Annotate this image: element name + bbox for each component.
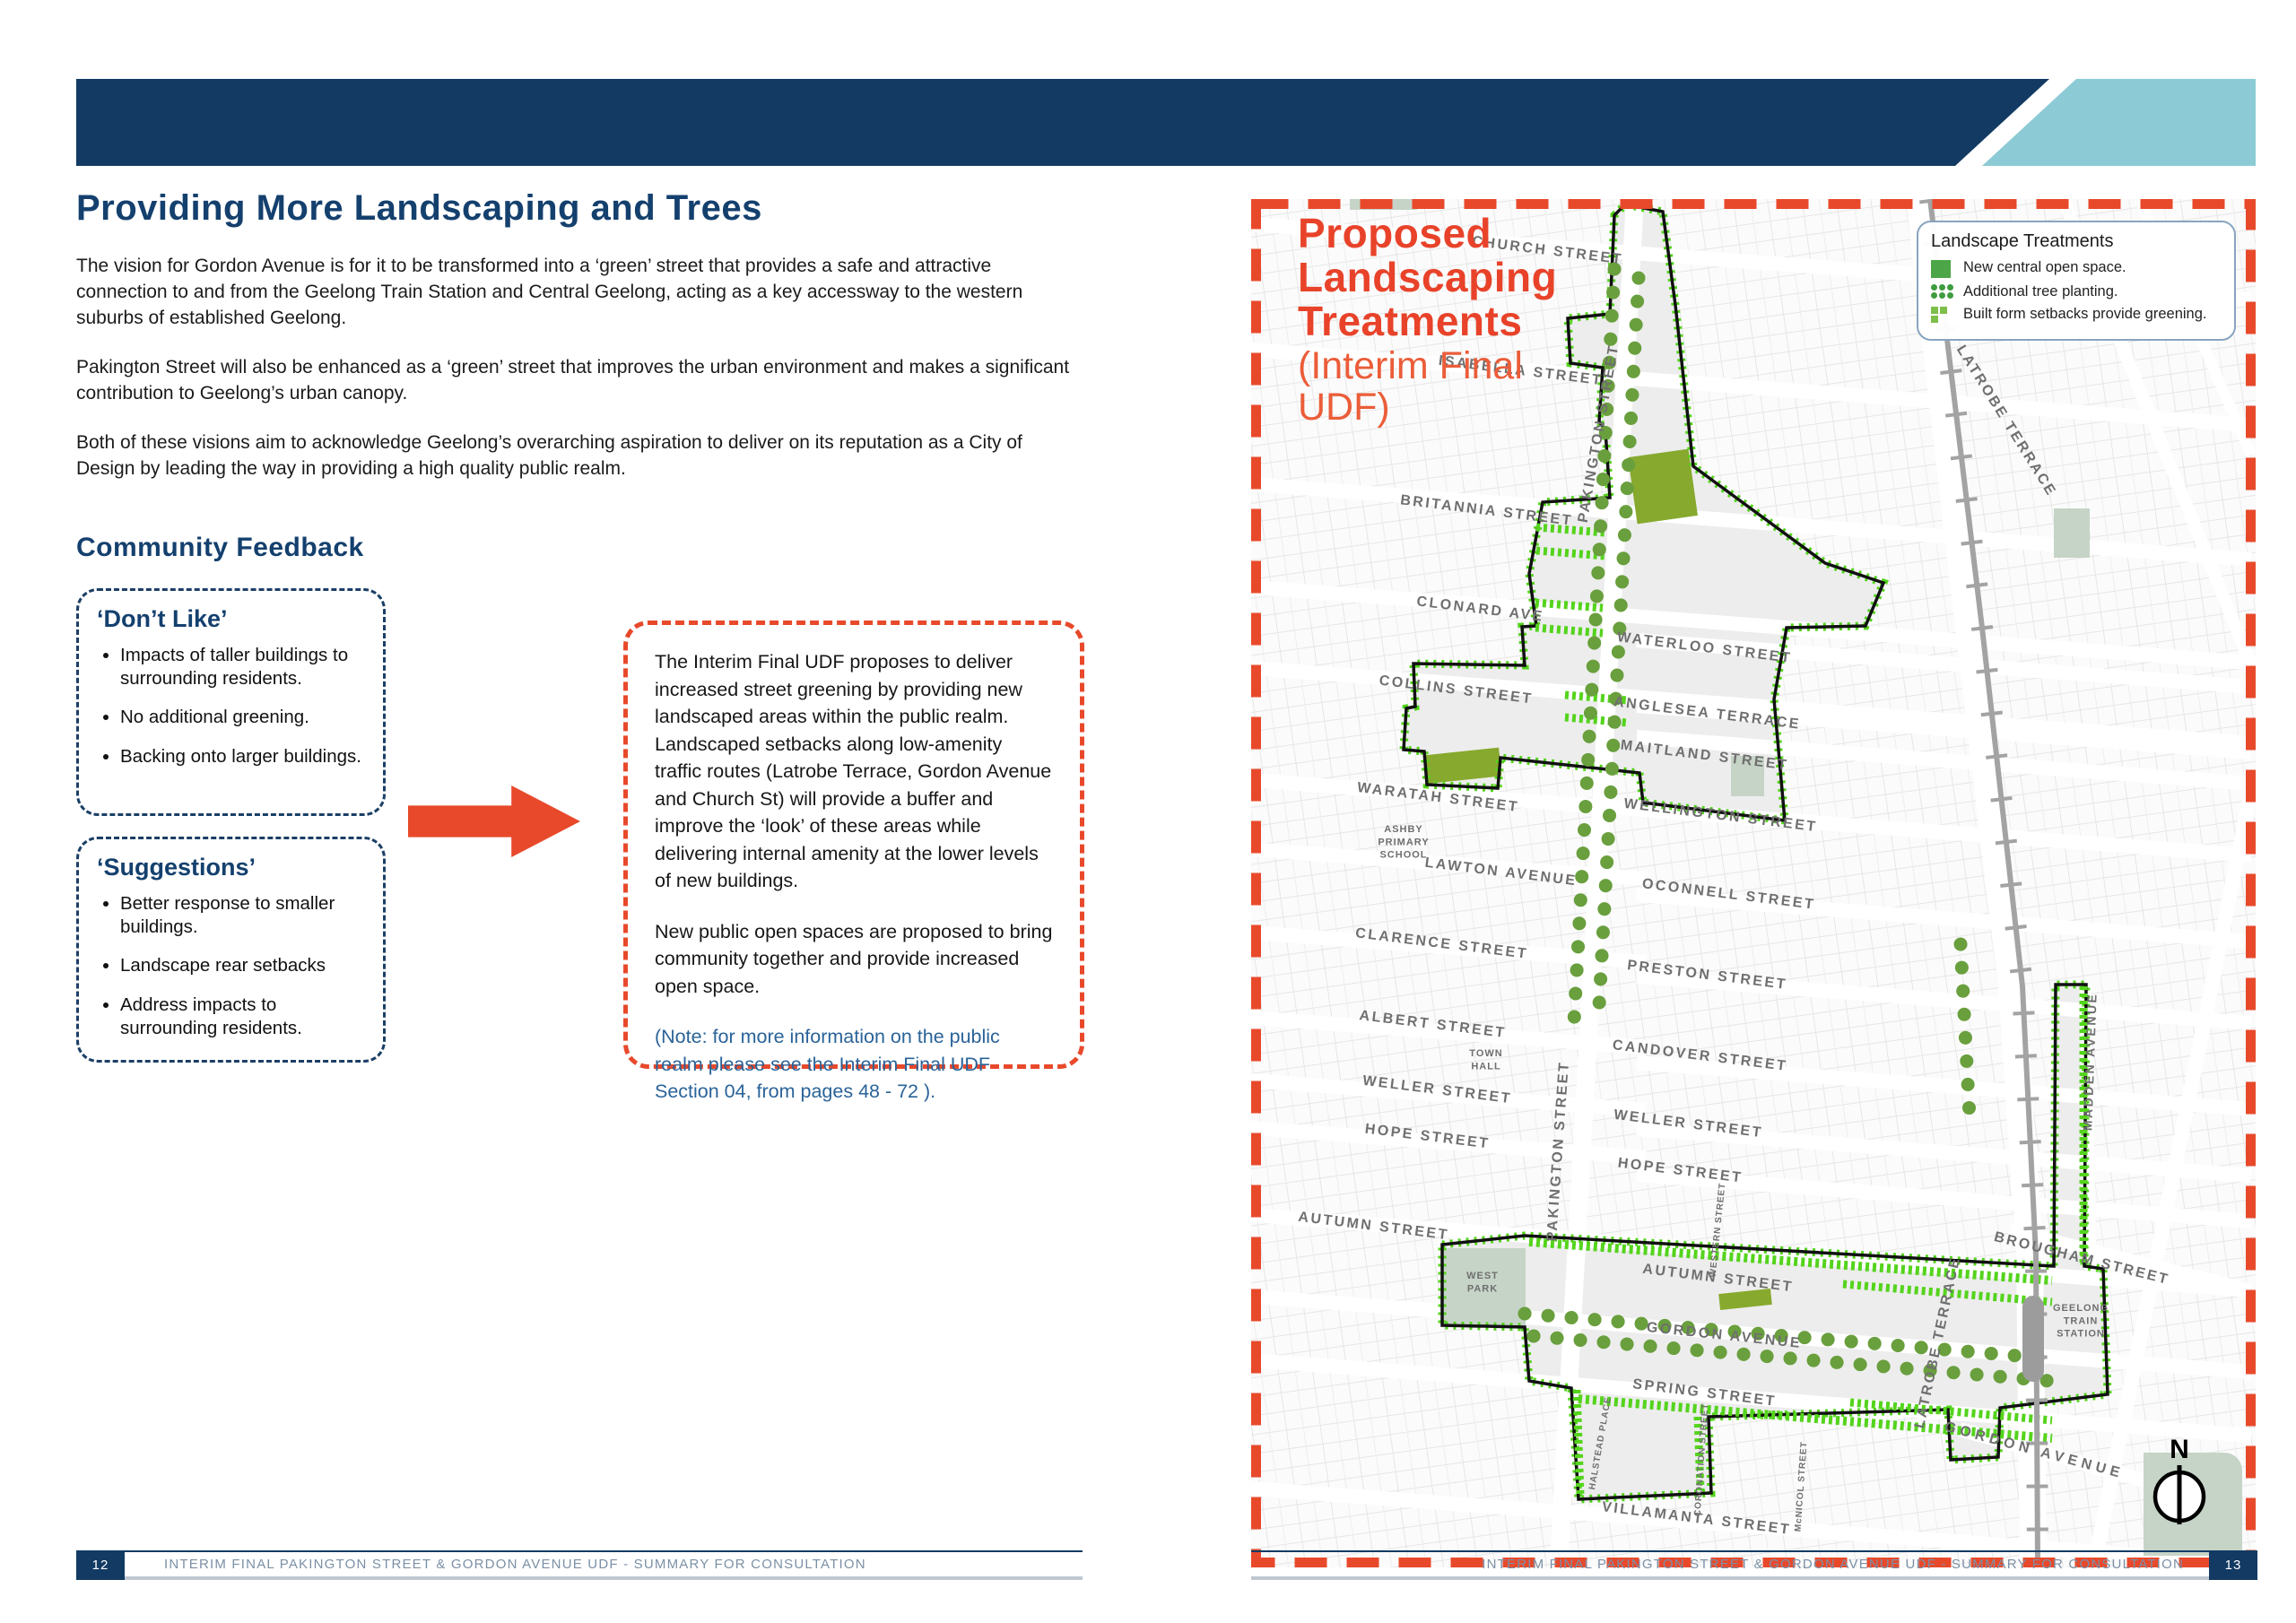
feedback-bullets: Better response to smaller buildings. Lan… bbox=[97, 892, 365, 1040]
response-paragraph: The Interim Final UDF proposes to delive… bbox=[655, 651, 1052, 892]
community-feedback-heading: Community Feedback bbox=[76, 533, 364, 562]
legend-label: New central open space. bbox=[1963, 259, 2126, 275]
response-paragraphs: The Interim Final UDF proposes to delive… bbox=[655, 648, 1053, 1000]
setback-greening-dashes bbox=[1528, 523, 2088, 1497]
map-legend: Landscape Treatments New central open sp… bbox=[1917, 221, 2236, 341]
legend-item: New central open space. bbox=[1931, 259, 2222, 278]
footer-right: INTERIM FINAL PAKINGTON STREET & GORDON … bbox=[1251, 1550, 2257, 1580]
feedback-box-title: ‘Don’t Like’ bbox=[97, 605, 228, 632]
page-number-left: 12 bbox=[76, 1550, 125, 1580]
compass-north-label: N bbox=[2170, 1435, 2189, 1464]
bullet-item: Backing onto larger buildings. bbox=[120, 745, 365, 768]
map-title-bold: Proposed Landscaping Treatments bbox=[1298, 210, 1558, 344]
west-park-patch bbox=[1442, 1248, 1526, 1325]
intro-paragraph: Both of these visions aim to acknowledge… bbox=[76, 431, 1022, 479]
bullet-item: Better response to smaller buildings. bbox=[120, 892, 365, 939]
feedback-bullets: Impacts of taller buildings to surroundi… bbox=[97, 644, 365, 768]
header-navy-band bbox=[76, 79, 2049, 166]
open-space-patches bbox=[1422, 448, 1772, 1310]
train-station-marker bbox=[2022, 1296, 2044, 1382]
arrow-right-icon bbox=[408, 785, 580, 857]
feedback-box-suggestions: ‘Suggestions’ Better response to smaller… bbox=[76, 837, 386, 1063]
tree-planting-swatch-icon bbox=[1931, 284, 1954, 299]
bullet-item: No additional greening. bbox=[120, 706, 365, 729]
legend-item: Additional tree planting. bbox=[1931, 283, 2222, 300]
legend-label: Built form setbacks provide greening. bbox=[1963, 305, 2207, 322]
intro-paragraph: The vision for Gordon Avenue is for it t… bbox=[76, 256, 1023, 328]
footer-text-left: INTERIM FINAL PAKINGTON STREET & GORDON … bbox=[125, 1550, 1083, 1580]
page-title: Providing More Landscaping and Trees bbox=[76, 188, 762, 228]
bullet-item: Landscape rear setbacks bbox=[120, 954, 365, 977]
bullet-item: Impacts of taller buildings to surroundi… bbox=[120, 644, 365, 690]
map-title-light: (Interim Final UDF) bbox=[1298, 344, 1523, 429]
tree-planting-dots bbox=[1518, 262, 2057, 1388]
legend-title: Landscape Treatments bbox=[1931, 231, 2114, 251]
map-title: Proposed Landscaping Treatments (Interim… bbox=[1298, 212, 1612, 428]
legend-label: Additional tree planting. bbox=[1963, 283, 2118, 299]
feedback-box-dont-like: ‘Don’t Like’ Impacts of taller buildings… bbox=[76, 588, 386, 816]
map-dashed-border bbox=[1251, 199, 2256, 1567]
response-note: (Note: for more information on the publi… bbox=[655, 1026, 1000, 1103]
compass-icon bbox=[2152, 1465, 2206, 1524]
response-box: The Interim Final UDF proposes to delive… bbox=[623, 621, 1084, 1102]
legend-item: Built form setbacks provide greening. bbox=[1931, 306, 2222, 323]
page-number-right: 13 bbox=[2209, 1550, 2257, 1580]
footer-text-right: INTERIM FINAL PAKINGTON STREET & GORDON … bbox=[1251, 1550, 2209, 1580]
setback-swatch-icon bbox=[1931, 306, 1954, 323]
feedback-box-title: ‘Suggestions’ bbox=[97, 854, 257, 881]
intro-paragraph: Pakington Street will also be enhanced a… bbox=[76, 356, 1070, 404]
bullet-item: Address impacts to surrounding residents… bbox=[120, 994, 365, 1040]
footer-left: 12 INTERIM FINAL PAKINGTON STREET & GORD… bbox=[76, 1550, 1083, 1580]
street-label: MADDEN AVENUE bbox=[2080, 992, 2099, 1131]
open-space-swatch-icon bbox=[1931, 260, 1954, 278]
response-paragraph: New public open spaces are proposed to b… bbox=[655, 920, 1053, 997]
intro-paragraphs: The vision for Gordon Avenue is for it t… bbox=[76, 254, 1083, 506]
study-area-boundary bbox=[1399, 200, 2112, 1504]
